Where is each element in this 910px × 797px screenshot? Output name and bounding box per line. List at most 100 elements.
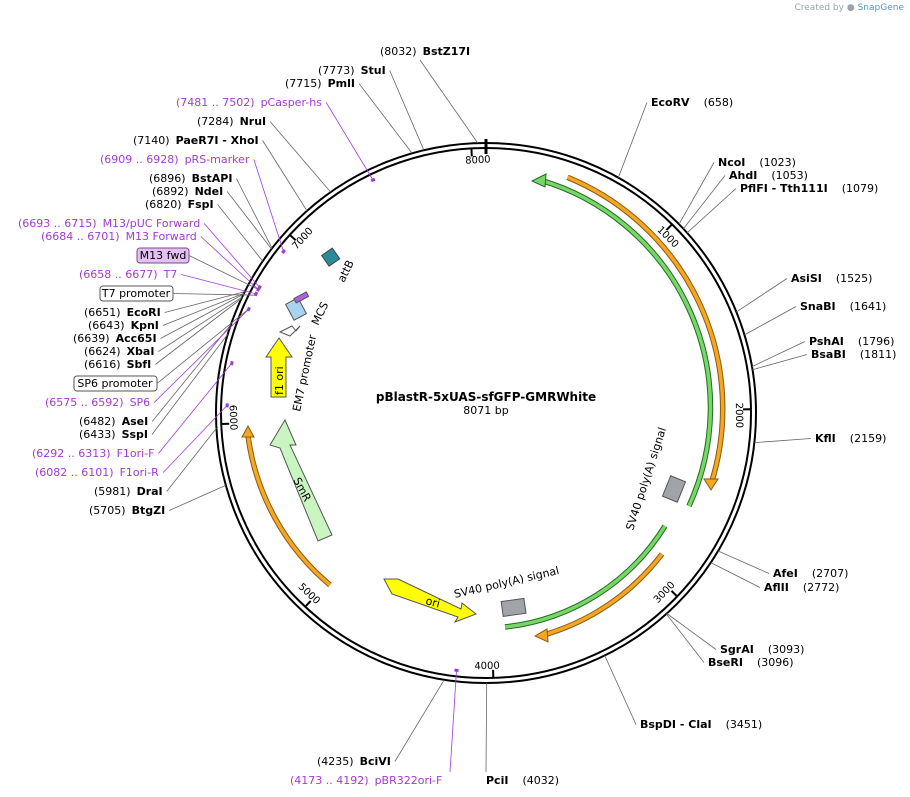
leader-line-bseri (665, 613, 705, 663)
tick-mark-5000 (304, 600, 312, 608)
leader-line-pshai (751, 341, 806, 367)
primer-label-pbr322ori-f[interactable]: (4173 .. 4192)pBR322ori-F (290, 774, 442, 787)
site-label-ahdi[interactable]: AhdI(1053) (729, 169, 808, 182)
primer-label-f1ori-r[interactable]: (6082 .. 6101)F1ori-R (35, 466, 159, 479)
site-label-bstapi[interactable]: (6896)BstAPI (149, 172, 232, 185)
site-label-sbfi[interactable]: (6616)SbfI (84, 358, 151, 371)
site-label-sspi[interactable]: (6433)SspI (79, 428, 148, 441)
site-label-ndei[interactable]: (6892)NdeI (152, 185, 223, 198)
primer-label-pcasper-hs[interactable]: (7481 .. 7502)pCasper-hs (176, 96, 322, 109)
site-label-clai[interactable]: BspDI - ClaI(3451) (640, 718, 762, 731)
f1-ori-feature-label: f1 ori (273, 366, 286, 395)
leader-sp6-promoter-box (156, 308, 250, 384)
site-label-xbai[interactable]: (6624)XbaI (84, 345, 154, 358)
leader-line-nrui (269, 121, 332, 193)
site-label-asei[interactable]: (6482)AseI (79, 415, 148, 428)
leader-line-sgrai (666, 613, 717, 650)
site-label-ecori[interactable]: (6651)EcoRI (84, 306, 161, 319)
leader-line-drai (166, 427, 217, 492)
m13-fwd-label: M13 fwd (140, 249, 187, 262)
leader-line-pmli (358, 83, 413, 154)
ori-feature-arrow (383, 578, 478, 623)
t7-promoter-label: T7 promoter (101, 287, 171, 300)
site-label-pmli[interactable]: (7715)PmlI (285, 77, 355, 90)
site-label-ncoi[interactable]: NcoI(1023) (718, 156, 796, 169)
sv40-polya-box-bottom (500, 597, 527, 618)
m13-fwd-box[interactable] (136, 247, 190, 264)
site-label-nrui[interactable]: (7284)NruI (197, 115, 266, 128)
site-label-acc65i[interactable]: (6639)Acc65I (73, 332, 157, 345)
orange-cds-arc-right-head (703, 478, 719, 491)
site-label-snabi[interactable]: SnaBI(1641) (800, 300, 886, 313)
leader-line-sspi (151, 334, 229, 435)
leader-line-xhoi (262, 140, 308, 212)
primer-leader-prs-marker (253, 159, 284, 252)
primer-leader-f1ori-f (158, 362, 233, 454)
site-label-pcii[interactable]: PciI(4032) (486, 774, 559, 787)
site-label-bcivi[interactable]: (4235)BciVI (317, 755, 391, 768)
primer-label-t7[interactable]: (6658 .. 6677)T7 (79, 268, 177, 281)
site-label-pshai[interactable]: PshAI(1796) (809, 335, 894, 348)
site-label-ecorv[interactable]: EcoRV(658) (651, 96, 733, 109)
site-labels: (8032)BstZ17I (7773)StuI (7715)PmlI (748… (18, 45, 896, 787)
site-label-afei[interactable]: AfeI(2707) (773, 567, 848, 580)
primer-leader-pbr322ori-f (449, 670, 457, 773)
orange-cds-arc-left-head (241, 424, 255, 438)
leader-line-bcivi (394, 679, 445, 762)
leader-line-bstapi (236, 178, 273, 249)
sp6-promoter-box[interactable] (73, 375, 158, 392)
primer-label-prs-marker[interactable]: (6909 .. 6928)pRS-marker (100, 153, 250, 166)
primer-leader-m13-puc-forward (203, 223, 260, 288)
leader-line-clai (604, 655, 637, 725)
primer-label-m13-puc-forward[interactable]: (6693 .. 6715)M13/pUC Forward (18, 217, 200, 230)
plasmid-name: pBlastR-5xUAS-sfGFP-GMRWhite (376, 390, 596, 404)
tick-label-4000: 4000 (474, 661, 500, 673)
site-label-kpni[interactable]: (6643)KpnI (88, 319, 159, 332)
tick-label-6000: 6000 (226, 405, 238, 431)
em7-promoter-label: EM7 promoter (290, 333, 319, 412)
snapgene-credit: Created by ● SnapGene (794, 3, 904, 13)
leader-line-bsabi (752, 354, 808, 371)
site-label-fspi[interactable]: (6820)FspI (145, 198, 214, 211)
primer-label-sp6[interactable]: (6575 .. 6592)SP6 (45, 396, 150, 409)
site-label-kfli[interactable]: KflI(2159) (815, 432, 886, 445)
leader-line-kpni (162, 292, 245, 326)
site-label-drai[interactable]: (5981)DraI (94, 485, 163, 498)
t7-promoter-box[interactable] (99, 285, 174, 302)
credit-prefix: Created by (794, 3, 844, 13)
leader-line-sbfi (155, 298, 242, 365)
ori-feature-label: ori (424, 594, 441, 610)
leader-line-stui (389, 70, 425, 151)
site-label-asisi[interactable]: AsiSI(1525) (791, 272, 872, 285)
leader-line-kfli (754, 438, 812, 443)
leader-line-xbai (158, 296, 243, 352)
site-label-bstz17i[interactable]: (8032)BstZ17I (380, 45, 470, 58)
primer-label-f1ori-f[interactable]: (6292 .. 6313)F1ori-F (32, 447, 155, 460)
attb-feature-label: attB (335, 258, 357, 284)
primer-leader-sp6 (153, 308, 249, 403)
site-label-bseri[interactable]: BseRI(3096) (708, 656, 794, 669)
site-label-xhoi[interactable]: (7140)PaeR7I - XhoI (133, 134, 259, 147)
site-label-aflii[interactable]: AflII(2772) (764, 581, 839, 594)
site-label-stui[interactable]: (7773)StuI (318, 64, 386, 77)
site-label-bsabi[interactable]: BsaBI(1811) (811, 348, 896, 361)
primer-mark-prs-marker (281, 248, 286, 255)
sv40-polya-label-right: SV40 poly(A) signal (623, 426, 669, 532)
primer-leader-f1ori-r (162, 405, 228, 473)
snapgene-logo-icon: ● (846, 3, 855, 13)
site-label-sgrai[interactable]: SgrAI(3093) (720, 643, 804, 656)
mcs-primer-box (293, 291, 310, 304)
green-gene-arc-right-head (530, 173, 547, 188)
leader-line-fspi (217, 204, 264, 262)
tick-label-8000: 8000 (465, 154, 491, 166)
primer-label-m13-forward[interactable]: (6684 .. 6701)M13 Forward (41, 230, 197, 243)
f1-ori-feature-arrow (265, 337, 293, 398)
site-label-tth111i[interactable]: PflFI - Tth111I(1079) (740, 182, 878, 195)
leader-line-ncoi (678, 162, 715, 225)
site-label-btgzi[interactable]: (5705)BtgZI (89, 504, 165, 517)
primer-leader-t7 (181, 274, 257, 295)
green-gene-arc-right (539, 177, 714, 508)
mcs-feature-box (284, 297, 308, 321)
primer-leader-m13-forward (200, 236, 259, 290)
mcs-feature-label: MCS (309, 300, 331, 327)
